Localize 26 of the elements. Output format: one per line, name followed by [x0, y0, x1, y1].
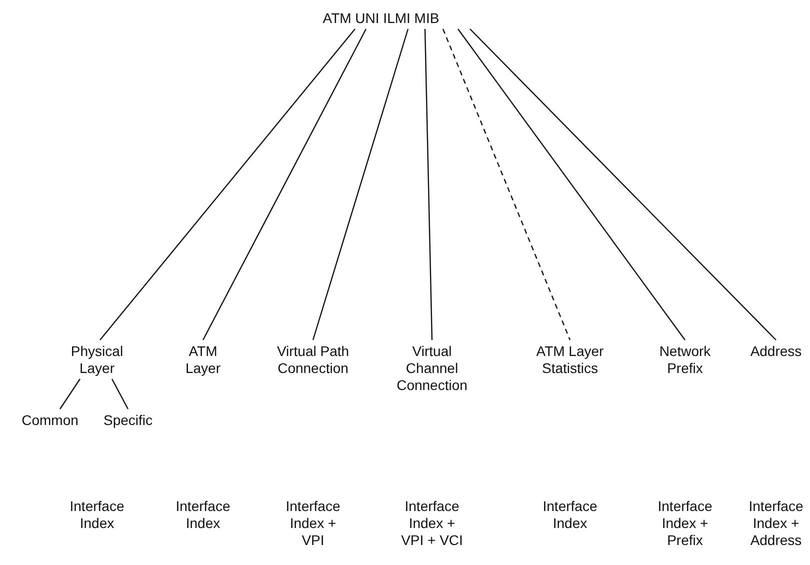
connector-line [470, 28, 776, 340]
dashed-connector-line [442, 28, 571, 340]
node-label: Address [743, 343, 809, 360]
connector-line [60, 378, 80, 410]
node-label: Specific [93, 412, 163, 429]
node-label: ATM Layer [173, 343, 233, 377]
connector-line [111, 378, 129, 410]
node-label: Common [15, 412, 85, 429]
index-label: Interface Index + VPI + VCI [400, 498, 464, 549]
node-label: Virtual Path Connection [268, 343, 358, 377]
index-label: Interface Index + VPI [284, 498, 342, 549]
index-label: Interface Index [542, 498, 598, 532]
connector-line [424, 28, 433, 340]
connector-line [312, 28, 409, 340]
index-label: Interface Index + Prefix [656, 498, 714, 549]
node-label: Virtual Channel Connection [387, 343, 477, 394]
connector-line [100, 28, 356, 340]
connector-line [202, 28, 367, 340]
index-label: Interface Index [68, 498, 126, 532]
node-label: Network Prefix [650, 343, 720, 377]
node-label: Physical Layer [57, 343, 137, 377]
node-label: ATM UNI ILMI MIB [296, 10, 466, 27]
node-label: ATM Layer Statistics [530, 343, 610, 377]
index-label: Interface Index [174, 498, 232, 532]
index-label: Interface Index + Address [748, 498, 804, 549]
connector-line [458, 28, 686, 340]
